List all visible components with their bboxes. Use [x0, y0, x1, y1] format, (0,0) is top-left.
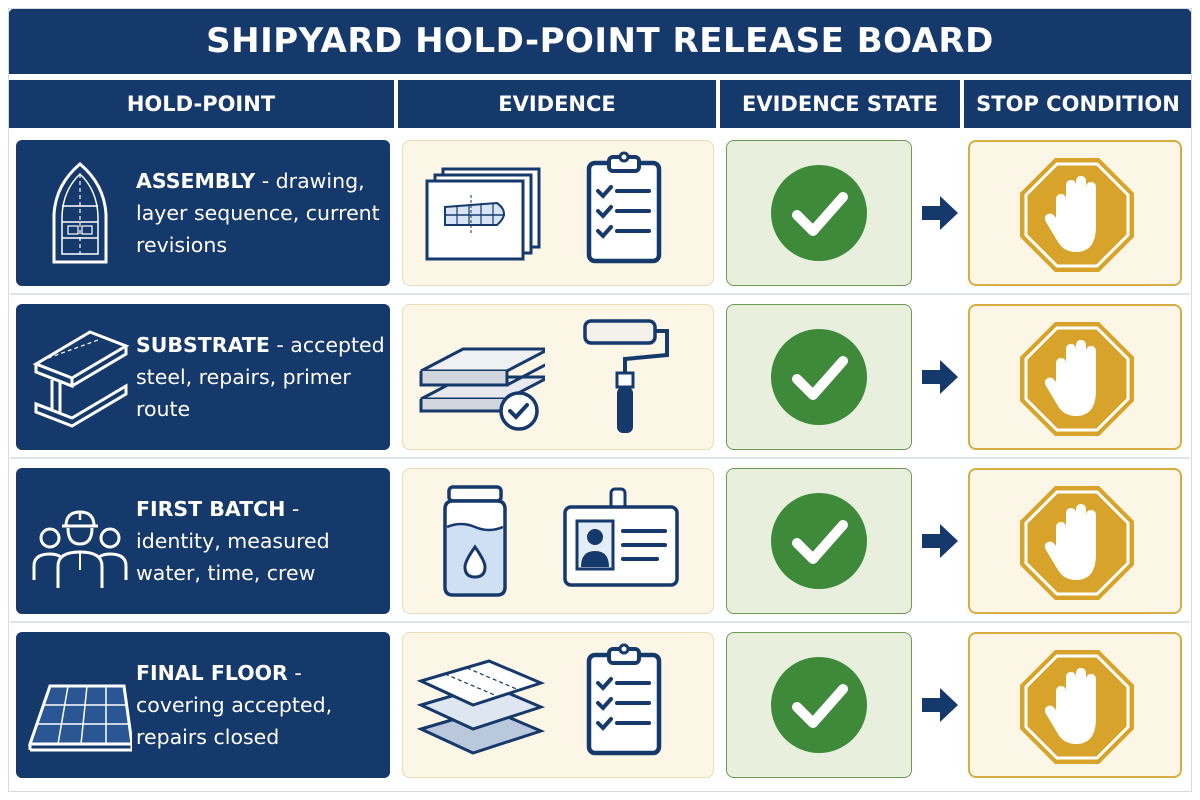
check-circle-icon — [767, 653, 871, 757]
hold-point-detail: - drawing, layer sequence, current revis… — [136, 169, 380, 257]
hold-point-name: FIRST BATCH — [136, 497, 286, 521]
column-header-hold-point: HOLD-POINT — [8, 80, 394, 128]
crew-icon — [32, 510, 128, 588]
stop-condition-cell — [968, 468, 1182, 614]
column-header-evidence: EVIDENCE — [398, 80, 716, 128]
hold-point-label: ASSEMBLY - drawing, layer sequence, curr… — [136, 165, 390, 261]
column-header-stop-condition: STOP CONDITION — [964, 80, 1192, 128]
hold-point-cell: SUBSTRATE - accepted steel, repairs, pri… — [16, 304, 390, 450]
stop-hand-icon — [1018, 320, 1136, 438]
hold-point-cell: FINAL FLOOR - covering accepted, repairs… — [16, 632, 390, 778]
arrow-right-icon — [918, 192, 962, 234]
check-circle-icon — [767, 161, 871, 265]
stop-hand-icon — [1018, 484, 1136, 602]
table-row-first-batch: FIRST BATCH - identity, measured water, … — [0, 468, 1200, 614]
row-divider — [10, 621, 1190, 623]
floor-grid-icon — [28, 684, 132, 752]
hold-point-name: SUBSTRATE — [136, 333, 270, 357]
hold-point-label: FINAL FLOOR - covering accepted, repairs… — [136, 657, 390, 753]
evidence-state-cell — [726, 304, 912, 450]
stop-condition-cell — [968, 304, 1182, 450]
board-title-bar: SHIPYARD HOLD-POINT RELEASE BOARD — [8, 8, 1192, 74]
hold-point-detail: - accepted steel, repairs, primer route — [136, 333, 385, 421]
hold-point-detail: - covering accepted, repairs closed — [136, 661, 333, 749]
arrow-right-icon — [918, 684, 962, 726]
stop-hand-icon — [1018, 156, 1136, 274]
check-circle-icon — [767, 325, 871, 429]
evidence-cell — [402, 468, 714, 614]
evidence-state-cell — [726, 632, 912, 778]
hold-point-name: ASSEMBLY — [136, 169, 256, 193]
evidence-cell — [402, 304, 714, 450]
stop-hand-icon — [1018, 648, 1136, 766]
row-divider — [10, 293, 1190, 295]
checklist-clipboard-icon — [553, 151, 683, 275]
hold-point-label: SUBSTRATE - accepted steel, repairs, pri… — [136, 329, 390, 425]
stop-condition-cell — [968, 140, 1182, 286]
hold-point-name: FINAL FLOOR — [136, 661, 288, 685]
board-title: SHIPYARD HOLD-POINT RELEASE BOARD — [206, 21, 994, 61]
arrow-right-icon — [918, 356, 962, 398]
table-row-assembly: ASSEMBLY - drawing, layer sequence, curr… — [0, 140, 1200, 286]
water-jar-icon — [443, 485, 507, 597]
stop-condition-cell — [968, 632, 1182, 778]
checklist-clipboard-icon — [553, 643, 683, 767]
paint-roller-icon — [583, 319, 669, 433]
hold-point-cell: FIRST BATCH - identity, measured water, … — [16, 468, 390, 614]
hold-point-cell: ASSEMBLY - drawing, layer sequence, curr… — [16, 140, 390, 286]
hold-point-detail: - identity, measured water, time, crew — [136, 497, 330, 585]
arrow-right-icon — [918, 520, 962, 562]
hold-point-label: FIRST BATCH - identity, measured water, … — [136, 493, 390, 589]
table-row-substrate: SUBSTRATE - accepted steel, repairs, pri… — [0, 304, 1200, 450]
row-divider — [10, 457, 1190, 459]
hull-plan-icon — [52, 162, 108, 264]
steel-i-beam-icon — [32, 330, 130, 428]
evidence-state-cell — [726, 140, 912, 286]
drawing-sheets-icon — [425, 167, 541, 261]
layered-covering-icon — [416, 659, 545, 755]
evidence-cell — [402, 632, 714, 778]
id-badge-icon — [563, 487, 679, 587]
accepted-steel-plates-icon — [419, 347, 545, 431]
check-circle-icon — [767, 489, 871, 593]
column-header-evidence-state: EVIDENCE STATE — [720, 80, 960, 128]
evidence-state-cell — [726, 468, 912, 614]
table-row-final-floor: FINAL FLOOR - covering accepted, repairs… — [0, 632, 1200, 778]
evidence-cell — [402, 140, 714, 286]
